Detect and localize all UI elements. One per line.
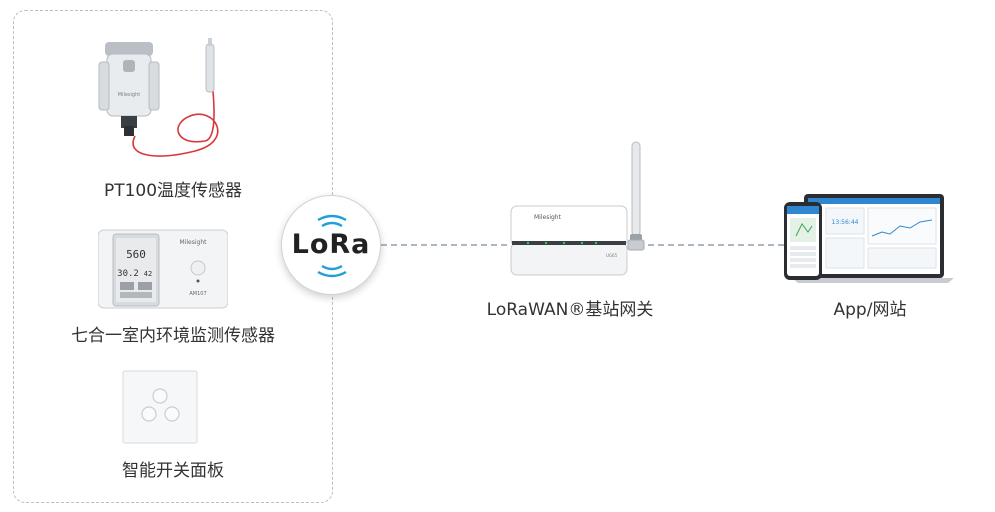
pt100-sensor: Milesight: [95, 36, 235, 166]
temp-sensor-label: PT100温度传感器: [103, 181, 243, 201]
env-sensor-model: AM107: [189, 291, 206, 297]
gateway-model: UG65: [606, 253, 618, 258]
env-sensor: 560 30.2 42 Milesight AM107: [98, 228, 228, 310]
app-label: App/网站: [833, 300, 907, 320]
env-sensor-label: 七合一室内环境监测传感器: [71, 326, 275, 346]
env-co2-readout: 560: [126, 248, 146, 261]
app-devices: 13:56:44: [782, 192, 954, 284]
gateway-app-link: [628, 244, 788, 246]
smart-switch-panel: [122, 370, 198, 444]
temp-sensor-brand: Milesight: [118, 92, 141, 98]
gateway-antenna: [627, 141, 645, 251]
gateway-body: Milesight UG65: [510, 205, 628, 277]
gateway-brand: Milesight: [534, 214, 562, 221]
env-hum-readout: 42: [144, 270, 152, 278]
lora-wave-icon: [317, 214, 347, 278]
env-temp-readout: 30.2: [117, 269, 139, 279]
dashboard-time: 13:56:44: [832, 219, 859, 226]
lora-badge: LoRa: [281, 195, 381, 295]
smart-panel-label: 智能开关面板: [122, 461, 224, 481]
lora-gateway-link: [381, 244, 511, 246]
gateway-label: LoRaWAN®基站网关: [486, 300, 654, 320]
lora-logo-text: LoRa: [291, 229, 371, 260]
env-sensor-brand: Milesight: [180, 239, 208, 246]
